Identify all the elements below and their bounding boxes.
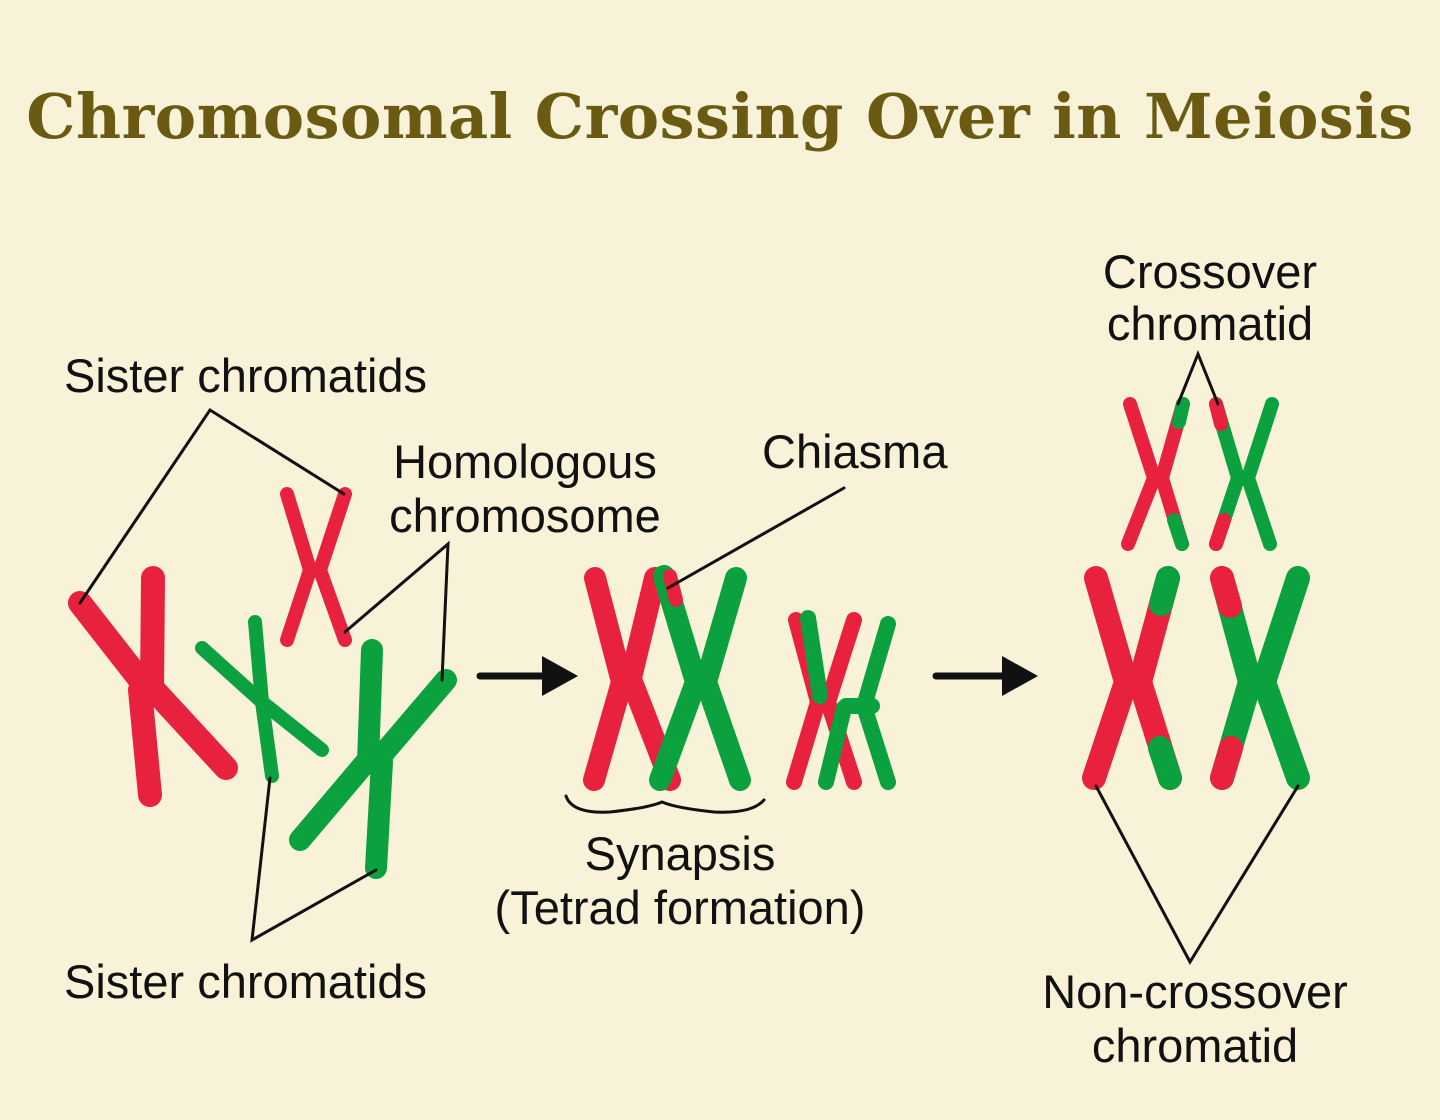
label-leader-lines-left [78,407,450,943]
crossover-chromosome-small-green [1209,397,1279,551]
process-arrow-2 [932,656,1038,696]
label-leader-lines-right [1094,349,1300,966]
label-synapsis-line1: Synapsis [584,827,776,880]
label-synapsis-line2: (Tetrad formation) [494,881,866,934]
label-crossover-line2: chromatid [1106,297,1314,350]
process-arrow-1 [476,656,578,696]
red-chromosome-large [68,566,238,807]
red-chromosome-small [280,487,352,647]
green-chromosome-large [289,639,457,879]
label-homologous-line1: Homologous [393,435,657,488]
crossover-chromosome-small-red [1121,397,1190,551]
chiasma-leader-line [666,486,846,590]
label-sister-chromatids-top: Sister chromatids [64,349,428,402]
tetrad-large [583,565,751,791]
label-crossover-line1: Crossover [1102,245,1318,298]
noncrossover-chromosome-large-green [1210,566,1310,790]
noncrossover-chromosome-large-red [1082,566,1182,790]
label-noncrossover-line2: chromatid [1091,1019,1299,1072]
label-homologous-line2: chromosome [389,489,661,542]
tetrad-small [786,610,896,790]
diagram-title: Chromosomal Crossing Over in Meiosis [26,80,1414,153]
label-chiasma: Chiasma [762,425,948,478]
green-chromosome-small [195,615,329,783]
label-noncrossover-line1: Non-crossover [1042,965,1348,1018]
label-sister-chromatids-bottom: Sister chromatids [64,955,428,1008]
synapsis-brace [564,794,766,814]
